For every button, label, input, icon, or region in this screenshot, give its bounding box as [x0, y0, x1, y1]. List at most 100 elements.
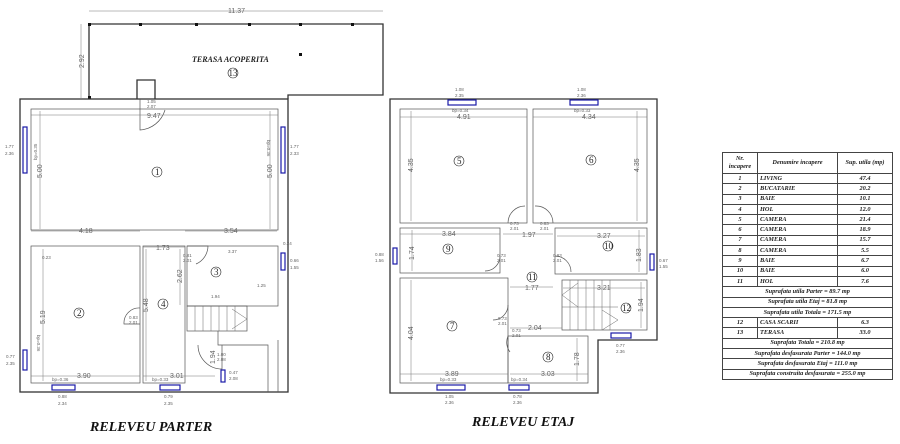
room-name: BAIE: [757, 193, 838, 205]
window-r9-height: 1.56: [375, 258, 384, 263]
room-nr: 6: [722, 224, 758, 236]
window-r10: [649, 253, 655, 271]
bp-living-right: bp=0.36: [266, 140, 271, 157]
dim-hall-bottom: 3.01: [170, 373, 184, 380]
door-r5-width: 0.73: [510, 221, 519, 226]
dim-kitchen-bottom: 3.90: [77, 373, 91, 380]
window-r7-width: 1.05: [445, 394, 454, 399]
dim-r8-top: 2.04: [528, 325, 542, 332]
room-name: LIVING: [757, 172, 838, 185]
window-kitchen-side-height: 2.35: [6, 361, 15, 366]
table-header-row: Nr. incapere Denumire incapere Sup. util…: [722, 152, 893, 174]
window-living-right-height: 2.33: [290, 151, 299, 156]
dim-r10-width: 3.27: [597, 233, 611, 240]
room-name: CASA SCARII: [757, 317, 838, 329]
room-area: 6.3: [837, 317, 893, 329]
bp-r5: bp=0.34: [452, 108, 469, 113]
door-main-height: 2.08: [217, 357, 226, 362]
dim-r8-bottom: 3.03: [541, 371, 555, 378]
room-number: 4: [161, 299, 166, 309]
room-area: 12.0: [837, 203, 893, 216]
area-table: Nr. incapere Denumire incapere Sup. util…: [722, 152, 893, 380]
ground-floor-plan: 11.37 2.92 TERASA ACOPERITA 13 1.05 2.07…: [5, 8, 384, 406]
window-kitchen-bottom-width: 0.88: [58, 394, 67, 399]
dim-hall-width: 1.73: [156, 245, 170, 252]
room-number: 11: [528, 272, 537, 282]
room-area: 7.6: [837, 275, 893, 288]
dim-entry-depth: 1.94: [210, 350, 217, 364]
room-number: 1: [155, 167, 160, 177]
bp-living-left: bp=0.35: [33, 143, 38, 160]
room-area: 47.4: [837, 172, 893, 185]
window-r8-height: 2.36: [513, 400, 522, 405]
total-text: Suprafata utila Parter = 89.7 mp: [722, 286, 893, 298]
window-living-right-width: 1.77: [290, 144, 299, 149]
window-hall-bottom: [159, 384, 181, 391]
dim-living-width: 9.47: [147, 113, 161, 120]
window-kitchen-bottom: [51, 384, 76, 391]
terrace-label: TERASA ACOPERITA: [192, 55, 270, 64]
room-area: 20.2: [837, 183, 893, 195]
dim-r9-width: 3.84: [442, 231, 456, 238]
door-r6-height: 2.01: [540, 226, 549, 231]
dim-living-depth-right: 5.00: [267, 164, 274, 178]
bp-r6: bp=0.33: [574, 108, 591, 113]
upper-floor-plan: 0.73 2.01 0.83 2.01 0.73 2.01 0.83 2.01 …: [375, 87, 668, 405]
window-r9: [392, 247, 398, 265]
upper-stairs: [561, 280, 619, 331]
bp-kitchen-bottom: bp=0.36: [52, 377, 69, 382]
dim-overall: 11.37: [228, 8, 245, 15]
dim-stair-width: 1.94: [211, 294, 220, 299]
door-kitchen-width: 0.83: [129, 315, 138, 320]
room-number: 3: [214, 267, 219, 277]
room-area: 5.5: [837, 245, 893, 257]
window-r10-width: 0.67: [659, 258, 668, 263]
window-kitchen-side: [22, 349, 28, 371]
dim-living-depth-left: 5.00: [37, 164, 44, 178]
window-living-left: [22, 126, 28, 174]
dim-hall-depth: 5.48: [143, 298, 150, 312]
dim-r5-depth: 4.35: [408, 158, 415, 172]
dim-kitchen-width: 4.18: [79, 228, 93, 235]
door-bath-width: 0.81: [183, 253, 192, 258]
upper-outer-wall: [389, 98, 658, 394]
window-r6-width: 1.08: [577, 87, 586, 92]
door-r9-width: 0.73: [497, 253, 506, 258]
window-kitchen-side-width: 0.77: [6, 354, 15, 359]
total-text: Suprafata Totala = 210.8 mp: [722, 337, 893, 350]
door-r10-height: 2.01: [553, 258, 562, 263]
table-total-row: Suprafata utila Parter = 89.7 mp: [722, 286, 893, 298]
room-nr: 11: [722, 275, 758, 288]
upper-room-markers: 5 6 7 8 9 10 11 12: [442, 154, 632, 363]
dim-r7-depth: 4.04: [408, 326, 415, 340]
room-number: 5: [457, 156, 462, 166]
room-number: 6: [589, 155, 594, 165]
room-number: 7: [450, 321, 455, 331]
total-text: Suprafata utila Etaj = 81.8 mp: [722, 296, 893, 308]
door-r8-height: 2.01: [512, 333, 521, 338]
dim-r6-depth: 4.35: [634, 158, 641, 172]
window-r8: [508, 384, 530, 391]
table-total-row: Suprafata construita desfasurata = 255.0…: [722, 368, 893, 380]
dim-stair-width: 3.21: [597, 285, 611, 292]
room-marker-13: [227, 67, 239, 79]
room-number: 10: [604, 241, 614, 251]
room-nr: 7: [722, 234, 758, 247]
door-kitchen-height: 2.01: [129, 320, 138, 325]
window-entry-side: [220, 369, 226, 383]
header-area: Sup. utila (mp): [837, 152, 893, 174]
room-name: HOL: [757, 203, 838, 216]
window-r5-width: 1.08: [455, 87, 464, 92]
table-total-row: Suprafata desfasurata Etaj = 111.0 mp: [722, 358, 893, 370]
room-number: 2: [77, 308, 82, 318]
room-name: CAMERA: [757, 224, 838, 236]
window-r6: [569, 99, 599, 106]
upper-floor-title: RELEVEU ETAJ: [472, 415, 575, 430]
room-number: 13: [229, 68, 239, 78]
